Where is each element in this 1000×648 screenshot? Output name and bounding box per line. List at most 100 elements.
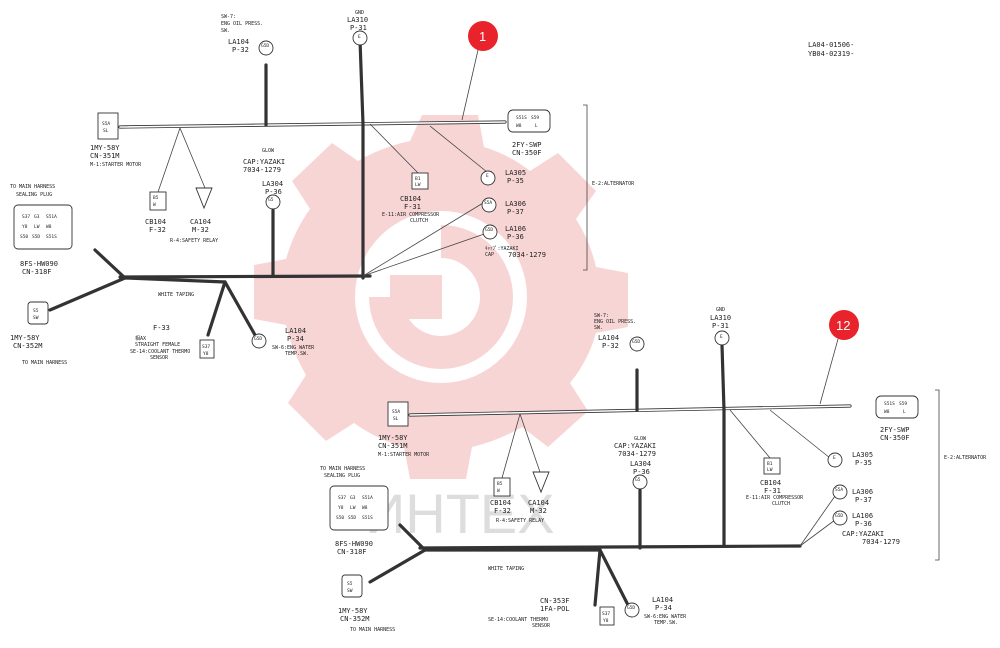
svg-text:1MY-58Y: 1MY-58Y [10,334,40,342]
la304-terminal-icon[interactable] [265,194,281,210]
svg-text:LA104: LA104 [228,38,249,46]
svg-text:S51S: S51S [362,515,373,521]
cn350-connector-icon[interactable] [507,109,551,133]
svg-text:1FA-POL: 1FA-POL [540,605,570,613]
svg-text:CN-353F: CN-353F [540,597,570,605]
svg-text:ｷｬｯﾌﾟ:YAZAKI: ｷｬｯﾌﾟ:YAZAKI [485,245,519,252]
svg-text:E: E [486,173,489,179]
svg-text:TO MAIN HARNESS: TO MAIN HARNESS [22,360,67,366]
cb104-f32-icon[interactable] [493,477,511,497]
la106-terminal-icon[interactable] [482,224,498,240]
svg-text:CN-352M: CN-352M [13,342,43,350]
se14-sensor-icon[interactable] [599,606,615,626]
svg-text:M-32: M-32 [192,226,209,234]
cb104-f32-icon[interactable] [149,191,167,211]
cn351-connector-icon[interactable] [387,401,409,427]
svg-text:8FS-HW090: 8FS-HW090 [20,260,58,268]
callout-badge-1[interactable]: 1 [461,21,498,121]
svg-text:S51S: S51S [46,234,57,240]
svg-text:E: E [720,334,723,340]
svg-text:P-34: P-34 [287,335,304,343]
svg-text:P-35: P-35 [855,459,872,467]
svg-text:S5D: S5D [348,515,356,521]
cn350-connector-icon[interactable] [875,395,919,419]
svg-text:F-32: F-32 [494,507,511,515]
gnd-terminal-icon[interactable] [352,30,368,46]
la306-terminal-icon[interactable] [832,484,848,500]
svg-text:W: W [153,202,156,208]
svg-text:LA306: LA306 [505,200,526,208]
svg-text:G5: G5 [268,197,274,203]
svg-text:F-33: F-33 [153,324,170,332]
sw6-terminal-icon[interactable] [624,602,640,618]
svg-text:LA104: LA104 [598,334,619,342]
svg-text:CB104: CB104 [145,218,166,226]
svg-text:CLUTCH: CLUTCH [772,501,790,507]
svg-text:LA310: LA310 [710,314,731,322]
svg-text:P-36: P-36 [855,520,872,528]
svg-text:SEALING PLUG: SEALING PLUG [324,473,360,479]
cb104-f31-icon[interactable] [411,172,429,190]
svg-text:W: W [497,488,500,494]
cn352-connector-icon[interactable] [341,574,363,598]
la305-terminal-icon[interactable] [827,452,843,468]
svg-text:LW: LW [34,224,40,230]
svg-text:GLOW: GLOW [262,148,275,154]
svg-text:TEMP.SW.: TEMP.SW. [654,620,678,626]
svg-text:TO MAIN HARNESS: TO MAIN HARNESS [350,627,395,633]
svg-text:ENG OIL PRESS.: ENG OIL PRESS. [594,319,636,325]
svg-text:7034-1279: 7034-1279 [243,166,281,174]
svg-text:LA305: LA305 [505,169,526,177]
cn318-connector-icon[interactable] [13,204,73,250]
la305-terminal-icon[interactable] [480,170,496,186]
svg-text:B5: B5 [153,195,159,201]
la306-terminal-icon[interactable] [481,197,497,213]
svg-text:7034-1279: 7034-1279 [508,251,546,259]
la106-terminal-icon[interactable] [832,510,848,526]
svg-text:7034-1279: 7034-1279 [618,450,656,458]
cb104-f31-icon[interactable] [763,457,781,475]
cn351-connector-icon[interactable] [97,112,119,140]
svg-text:S51S: S51S [884,401,895,407]
svg-text:E: E [833,455,836,461]
svg-text:LA106: LA106 [505,225,526,233]
sw7-terminal-icon[interactable] [258,40,274,56]
svg-text:CAP:YAZAKI: CAP:YAZAKI [243,158,285,166]
svg-text:G5: G5 [635,477,641,483]
sw7-terminal-icon[interactable] [629,336,645,352]
svg-text:S59: S59 [531,115,539,121]
svg-text:SW-6:ENG WATER: SW-6:ENG WATER [272,345,315,351]
svg-text:GLOW: GLOW [634,436,647,442]
svg-text:P-35: P-35 [507,177,524,185]
cn352-connector-icon[interactable] [27,301,49,325]
svg-text:SW.: SW. [594,325,603,331]
ca104-relay-icon[interactable] [532,471,550,494]
se14-sensor-icon[interactable] [199,339,215,359]
svg-text:P-36: P-36 [265,188,282,196]
svg-text:SW.: SW. [221,28,230,34]
svg-text:1: 1 [479,29,486,44]
ca104-relay-icon[interactable] [195,187,213,210]
svg-text:CN-318F: CN-318F [337,548,367,556]
svg-text:P-37: P-37 [507,208,524,216]
svg-text:WHITE TAPING: WHITE TAPING [158,292,194,298]
svg-text:M-1:STARTER MOTOR: M-1:STARTER MOTOR [90,162,142,168]
svg-text:SENSOR: SENSOR [532,623,551,629]
cn318-connector-icon[interactable] [329,485,389,531]
svg-text:B5: B5 [497,481,503,487]
sw6-terminal-icon[interactable] [251,333,267,349]
svg-text:LA306: LA306 [852,488,873,496]
svg-text:LA104: LA104 [285,327,306,335]
svg-text:1MY-58Y: 1MY-58Y [90,144,120,152]
svg-text:CN-350F: CN-350F [512,149,542,157]
svg-text:E-11:AIR COMPRESSOR: E-11:AIR COMPRESSOR [382,212,440,218]
svg-text:SW: SW [33,315,39,321]
callout-badge-12[interactable]: 12 [819,310,859,405]
svg-text:WHITE TAPING: WHITE TAPING [488,566,524,572]
la304-terminal-icon[interactable] [632,474,648,490]
svg-text:CAP:YAZAKI: CAP:YAZAKI [614,442,656,450]
gnd-terminal-icon[interactable] [714,330,730,346]
svg-text:GND: GND [355,10,364,16]
svg-text:TO MAIN HARNESS: TO MAIN HARNESS [10,184,55,190]
